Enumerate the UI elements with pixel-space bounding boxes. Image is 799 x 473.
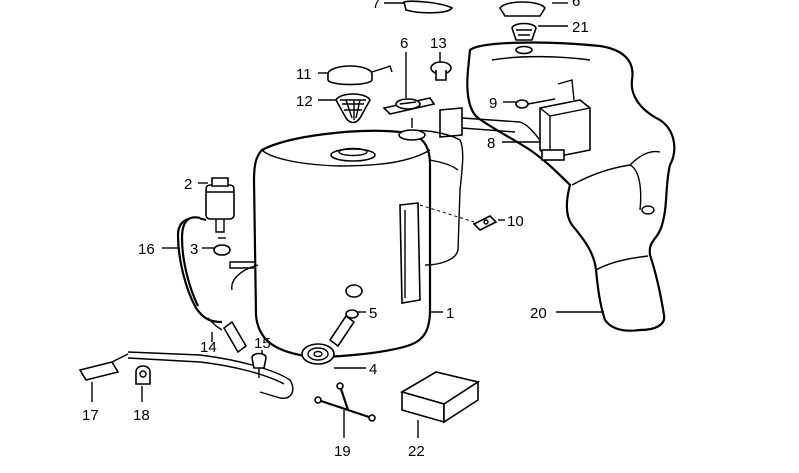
leader-lines [91,2,604,438]
foam-pad-22 [399,371,481,424]
hose-line [127,317,294,399]
y-connector-19 [314,382,376,422]
filler-cap-11 [327,65,393,86]
callout-10: 10 [507,213,524,230]
pump-motor-4 [301,309,359,365]
callout-16: 16 [138,241,155,258]
clip-18 [135,365,151,385]
main-washer-tank [229,129,464,358]
hose-16 [176,216,223,324]
callout-17: 17 [82,407,99,424]
seal-5 [345,284,363,298]
nozzle-17 [78,353,129,381]
callout-4: 4 [369,361,377,378]
callout-11: 11 [296,66,312,83]
callout-21: 21 [572,19,589,36]
callout-2: 2 [184,176,192,193]
filler-rings [398,118,426,141]
callout-20: 20 [530,305,547,322]
strainer-12 [335,93,371,124]
stud-13 [430,61,452,81]
callout-9: 9 [489,95,497,112]
screw-part [515,98,556,109]
callout-14: 14 [200,339,217,356]
callout-15: 15 [254,335,271,352]
clip-10 [419,204,498,231]
filler-cap-6 [382,97,436,115]
callout-labels: 1 2 3 4 5 6 6 7 8 9 10 11 12 13 14 15 16… [82,0,589,460]
callout-19: 19 [334,443,351,460]
callout-1: 1 [446,305,454,322]
callout-22: 22 [408,443,425,460]
callout-12: 12 [296,93,313,110]
callout-3: 3 [190,241,198,258]
callout-13: 13 [430,35,447,52]
rear-reservoir [466,41,676,332]
callout-18: 18 [133,407,150,424]
callout-6-center: 6 [400,35,408,52]
part-7 [403,0,454,14]
top-cap-assembly [499,1,546,55]
washer-pump-2 [205,177,235,256]
relay-unit [539,79,591,161]
callout-5: 5 [369,305,377,322]
callout-8: 8 [487,135,495,152]
callout-6-top: 6 [572,0,580,10]
callout-7: 7 [372,0,380,12]
mounting-bracket [439,107,549,153]
